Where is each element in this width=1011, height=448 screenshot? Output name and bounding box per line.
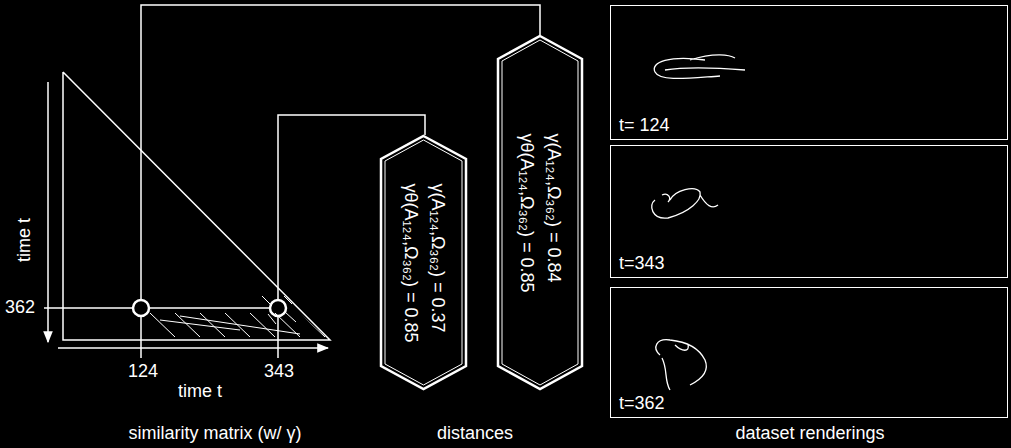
axis-title: time t <box>15 218 35 262</box>
distance-value: γ(A₁₂₄,Ω₃₆₂) = 0.84 <box>540 133 567 292</box>
hexagon-outline <box>380 135 467 390</box>
text-group: γ(A₁₂₄,Ω₃₆₂) = 0.84γθ(A₁₂₄,Ω₃₆₂) = 0.85 <box>513 133 566 292</box>
rendering-panel: t=362 <box>610 287 1008 418</box>
axis <box>47 82 49 342</box>
matrix-triangle <box>63 72 330 340</box>
tick-label: 343 <box>264 362 294 382</box>
rendering-curve <box>656 340 706 390</box>
guide-line <box>140 315 142 358</box>
guide-line <box>148 307 271 309</box>
axis-title: time t <box>178 382 222 402</box>
rendering-curve <box>652 189 718 218</box>
hexagon-border <box>385 140 462 385</box>
tick-label: 362 <box>5 298 35 318</box>
hatching <box>150 313 325 337</box>
distance-hexagon: γ(A₁₂₄,Ω₃₆₂) = 0.37γθ(A₁₂₄,Ω₃₆₂) = 0.85 <box>380 135 467 390</box>
distance-value: γθ(A₁₂₄,Ω₃₆₂) = 0.85 <box>397 183 424 342</box>
hexagon-outline <box>497 35 583 390</box>
axis <box>58 347 328 349</box>
guide-line <box>277 315 279 358</box>
hexagon-border <box>498 36 582 389</box>
hexagon-border <box>381 136 466 389</box>
guide-line <box>44 307 134 309</box>
time-label: t= 124 <box>619 115 670 136</box>
panel-caption: distances <box>437 424 513 444</box>
time-label: t=343 <box>619 253 665 274</box>
distance-hexagon: γ(A₁₂₄,Ω₃₆₂) = 0.84γθ(A₁₂₄,Ω₃₆₂) = 0.85 <box>497 35 583 390</box>
sample-point <box>133 300 149 316</box>
leader-line <box>141 5 540 300</box>
rendering-panel: t= 124 <box>610 5 1008 140</box>
time-label: t=362 <box>619 393 665 414</box>
distance-value: γθ(A₁₂₄,Ω₃₆₂) = 0.85 <box>513 133 540 292</box>
rendering-panel: t=343 <box>610 145 1008 278</box>
panel-caption: dataset renderings <box>735 424 884 444</box>
sample-point <box>270 300 286 316</box>
text-group: γ(A₁₂₄,Ω₃₆₂) = 0.37γθ(A₁₂₄,Ω₃₆₂) = 0.85 <box>397 183 450 342</box>
panel-caption: similarity matrix (w/ γ) <box>129 424 302 444</box>
hatching <box>262 296 296 324</box>
hexagon-border <box>502 40 578 385</box>
rendering-curve <box>654 55 745 79</box>
tick-label: 124 <box>128 362 158 382</box>
distance-value: γ(A₁₂₄,Ω₃₆₂) = 0.37 <box>424 183 451 342</box>
